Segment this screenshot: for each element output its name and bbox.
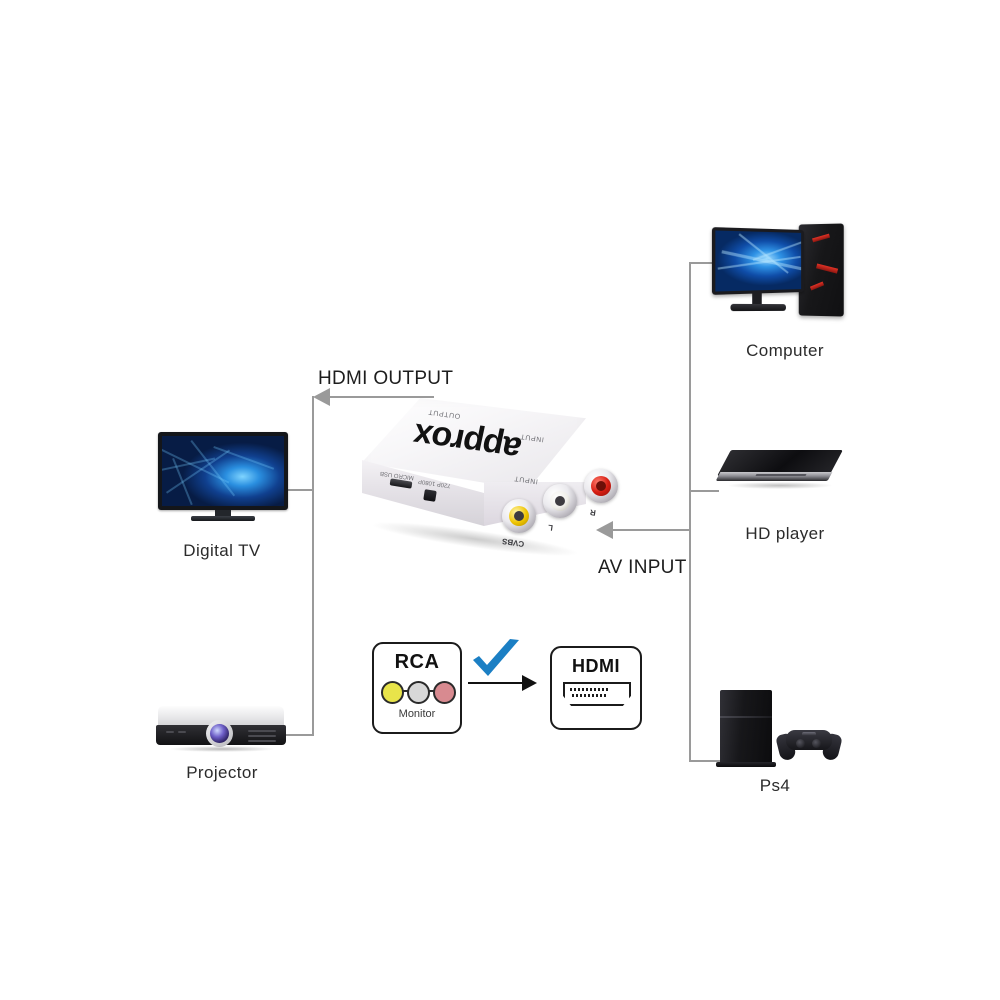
hdplayer-connector-stub <box>689 490 719 492</box>
tv-connector-stub <box>288 489 314 491</box>
legend-rca-dot-white <box>407 681 430 704</box>
av-input-line <box>613 529 691 531</box>
device-digital-tv <box>158 432 288 524</box>
rca-jack-label-right: R <box>589 508 596 518</box>
device-ps4 <box>720 690 870 772</box>
legend-rca-title: RCA <box>374 651 460 674</box>
right-bus-vertical <box>689 262 691 762</box>
checkmark-icon <box>470 638 522 682</box>
av-to-hdmi-converter: approx OUTPUT INPUT INPUT MICRO USB 720P… <box>362 398 622 583</box>
tv-bezel <box>158 432 288 510</box>
device-projector <box>152 700 292 760</box>
left-bus-vertical <box>312 396 314 736</box>
device-hd-player <box>716 448 844 504</box>
device-label-digital-tv: Digital TV <box>122 541 322 561</box>
legend-rca-dot-yellow <box>381 681 404 704</box>
ps4-body-split <box>720 716 772 718</box>
projector-lens <box>210 724 229 743</box>
hdmi-output-label: HDMI OUTPUT <box>318 368 453 390</box>
tv-stand-base <box>191 516 255 521</box>
ps4-foot <box>716 762 776 767</box>
rca-jack-label-left: L <box>547 523 553 533</box>
device-label-computer: Computer <box>690 341 880 361</box>
hdmi-output-arrow <box>313 388 330 406</box>
conversion-arrow-line <box>468 682 526 684</box>
legend-rca-dot-red <box>433 681 456 704</box>
computer-monitor-neck <box>752 291 762 305</box>
converter-resolution-switch[interactable] <box>423 489 437 502</box>
computer-monitor-base <box>730 304 786 311</box>
rca-jack-right[interactable] <box>584 469 618 503</box>
device-label-ps4: Ps4 <box>690 776 860 796</box>
legend-rca-subtitle: Monitor <box>374 708 460 720</box>
projector-shadow <box>168 746 276 752</box>
rca-jack-cvbs[interactable] <box>502 499 536 533</box>
conversion-arrow-head <box>522 675 537 691</box>
device-computer <box>712 222 852 337</box>
tv-screen <box>162 436 284 506</box>
hd-player-disc-slot <box>755 474 806 476</box>
legend-hdmi-title: HDMI <box>552 656 640 677</box>
computer-monitor <box>712 227 804 295</box>
hdmi-connector-icon <box>563 682 631 706</box>
hd-player-shadow <box>728 482 832 489</box>
rca-jack-left[interactable] <box>543 484 577 518</box>
ps4-console <box>720 690 772 764</box>
device-label-hd-player: HD player <box>690 524 880 544</box>
computer-monitor-screen <box>715 230 801 291</box>
conversion-legend: RCA Monitor HDMI <box>372 642 642 734</box>
ps4-controller <box>778 726 840 756</box>
legend-hdmi-box: HDMI <box>550 646 642 730</box>
ps4-controller-touchpad <box>802 732 816 736</box>
legend-rca-box: RCA Monitor <box>372 642 462 734</box>
device-label-projector: Projector <box>122 763 322 783</box>
